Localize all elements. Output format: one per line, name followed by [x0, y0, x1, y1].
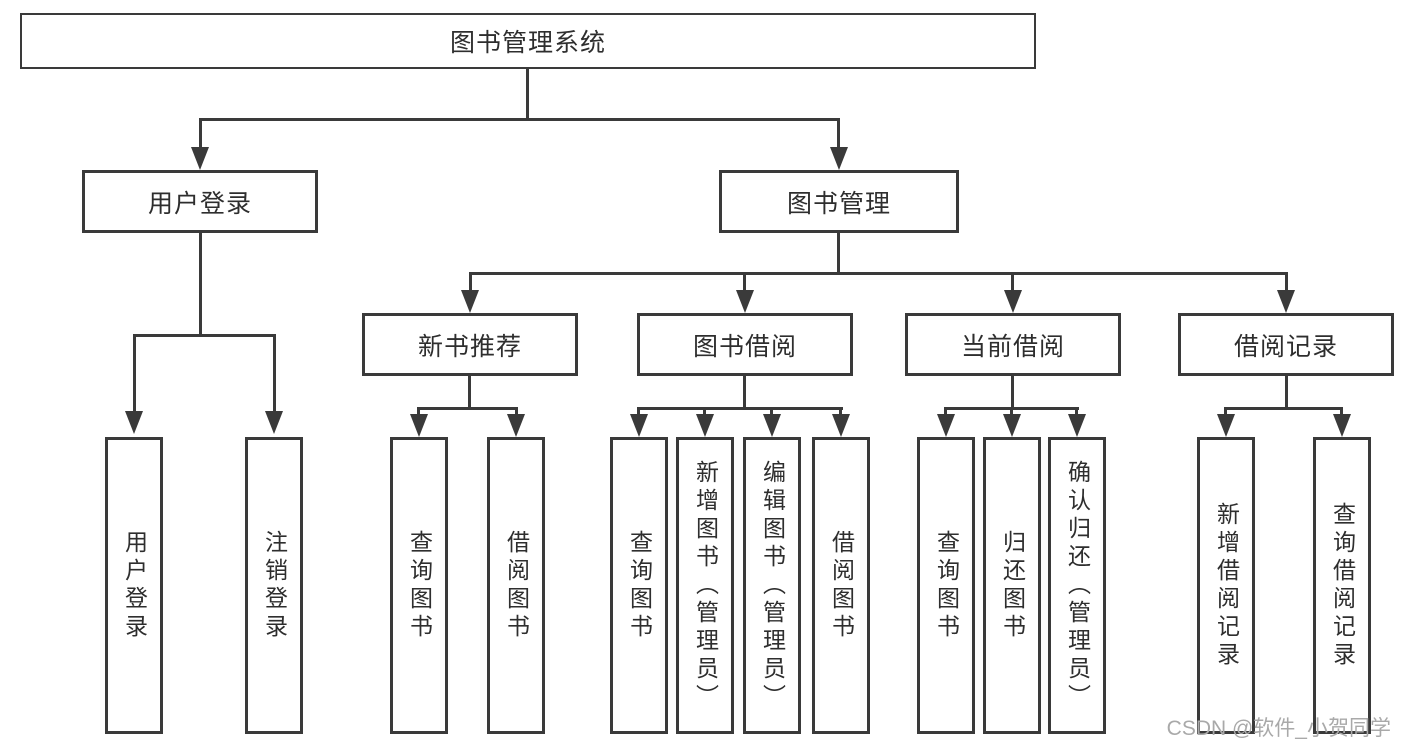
node-label: 查询图书 — [626, 529, 653, 642]
node-label: 图书管理系统 — [449, 29, 606, 57]
connector-line — [133, 334, 136, 414]
connector-line — [469, 272, 472, 294]
node-label: 借阅图书 — [828, 529, 855, 642]
node-label: 确认归还（管理员） — [1064, 459, 1091, 712]
node-label: 图书借阅 — [692, 332, 797, 361]
arrow-down-icon — [832, 414, 850, 437]
connector-line — [1075, 407, 1078, 417]
leaf-logout: 注销登录 — [245, 437, 303, 734]
connector-line — [637, 407, 843, 410]
connector-line — [743, 376, 746, 410]
leaf-query-borrow-record: 查询借阅记录 — [1313, 437, 1371, 734]
connector-line — [515, 407, 518, 417]
connector-line — [468, 376, 471, 410]
leaf-user-login: 用户登录 — [105, 437, 163, 734]
node-label: 借阅图书 — [503, 529, 530, 642]
connector-line — [1224, 407, 1227, 417]
leaf-borrow-books-recommend: 借阅图书 — [487, 437, 545, 734]
arrow-down-icon — [1003, 414, 1021, 437]
connector-line — [417, 407, 518, 410]
arrow-down-icon — [1004, 290, 1022, 313]
node-label: 归还图书 — [999, 529, 1026, 642]
connector-line — [837, 233, 840, 275]
arrow-down-icon — [630, 414, 648, 437]
node-current-borrowing: 当前借阅 — [905, 313, 1121, 376]
node-user-login: 用户登录 — [82, 170, 318, 233]
connector-line — [1011, 272, 1014, 294]
leaf-query-books-current: 查询图书 — [917, 437, 975, 734]
arrow-down-icon — [937, 414, 955, 437]
node-label: 新增图书（管理员） — [692, 459, 719, 712]
connector-line — [637, 407, 640, 417]
node-label: 图书管理 — [786, 189, 891, 218]
connector-line — [1010, 407, 1013, 417]
connector-line — [273, 334, 276, 414]
node-label: 查询图书 — [933, 529, 960, 642]
leaf-confirm-return-admin: 确认归还（管理员） — [1048, 437, 1106, 734]
node-book-management: 图书管理 — [719, 170, 959, 233]
csdn-watermark: CSDN @软件_小贺同学 — [1166, 717, 1391, 740]
connector-line — [199, 118, 202, 150]
node-new-book-recommend: 新书推荐 — [362, 313, 578, 376]
node-label: 新书推荐 — [417, 332, 522, 361]
connector-line — [417, 407, 420, 417]
arrow-down-icon — [1217, 414, 1235, 437]
connector-line — [743, 272, 746, 294]
connector-line — [1340, 407, 1343, 417]
node-label: 新增借阅记录 — [1213, 501, 1240, 670]
node-label: 当前借阅 — [960, 332, 1065, 361]
arrow-down-icon — [507, 414, 525, 437]
connector-line — [1285, 376, 1288, 410]
connector-line — [944, 407, 947, 417]
arrow-down-icon — [125, 411, 143, 434]
connector-line — [839, 407, 842, 417]
arrow-down-icon — [1068, 414, 1086, 437]
arrow-down-icon — [696, 414, 714, 437]
arrow-down-icon — [1333, 414, 1351, 437]
arrow-down-icon — [265, 411, 283, 434]
connector-line — [837, 118, 840, 150]
leaf-edit-books-admin: 编辑图书（管理员） — [743, 437, 801, 734]
leaf-return-books: 归还图书 — [983, 437, 1041, 734]
leaf-borrow-books: 借阅图书 — [812, 437, 870, 734]
connector-line — [770, 407, 773, 417]
node-borrowing-records: 借阅记录 — [1178, 313, 1394, 376]
leaf-query-books-recommend: 查询图书 — [390, 437, 448, 734]
arrow-down-icon — [1277, 290, 1295, 313]
node-label: 借阅记录 — [1233, 332, 1338, 361]
node-label: 注销登录 — [261, 529, 288, 642]
node-label: 查询图书 — [406, 529, 433, 642]
node-root-library-system: 图书管理系统 — [20, 13, 1036, 69]
leaf-query-books-borrowing: 查询图书 — [610, 437, 668, 734]
arrow-down-icon — [763, 414, 781, 437]
arrow-down-icon — [410, 414, 428, 437]
node-label: 用户登录 — [147, 189, 252, 218]
leaf-add-borrow-record: 新增借阅记录 — [1197, 437, 1255, 734]
connector-line — [526, 69, 529, 121]
arrow-down-icon — [830, 147, 848, 170]
arrow-down-icon — [736, 290, 754, 313]
connector-line — [469, 272, 1288, 275]
connector-line — [199, 233, 202, 337]
connector-line — [133, 334, 276, 337]
node-label: 用户登录 — [121, 529, 148, 642]
node-label: 编辑图书（管理员） — [759, 459, 786, 712]
arrow-down-icon — [461, 290, 479, 313]
connector-line — [703, 407, 706, 417]
connector-line — [199, 118, 840, 121]
connector-line — [1011, 376, 1014, 410]
arrow-down-icon — [191, 147, 209, 170]
connector-line — [1285, 272, 1288, 294]
node-label: 查询借阅记录 — [1329, 501, 1356, 670]
node-book-borrowing: 图书借阅 — [637, 313, 853, 376]
leaf-add-books-admin: 新增图书（管理员） — [676, 437, 734, 734]
connector-line — [1224, 407, 1343, 410]
